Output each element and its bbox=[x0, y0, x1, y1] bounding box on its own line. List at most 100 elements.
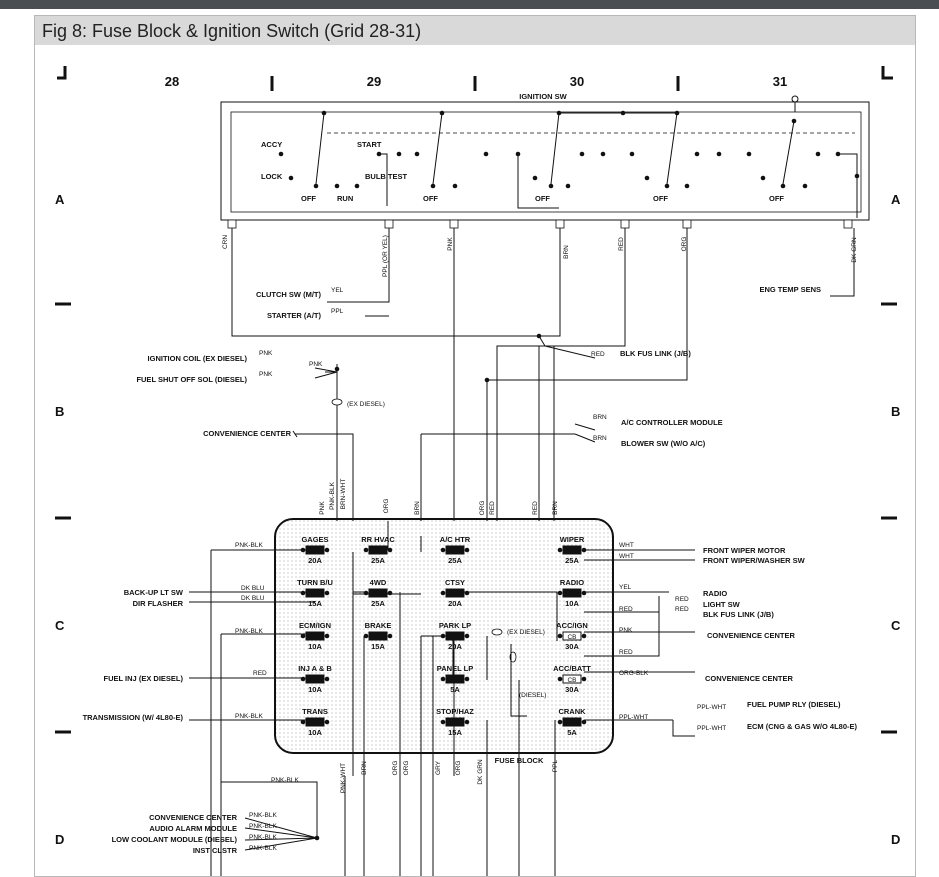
circuit-breaker-label: CB bbox=[567, 634, 576, 641]
switch-pos-start: START bbox=[357, 140, 382, 149]
fuse-terminal bbox=[300, 633, 306, 639]
fuse-name: STOP/HAZ bbox=[436, 707, 474, 716]
wire-org: ORG bbox=[681, 237, 688, 252]
fuse-rating: 5A bbox=[567, 728, 577, 737]
right-wht-1: WHT bbox=[619, 542, 634, 549]
fuse-terminal bbox=[300, 719, 306, 725]
fuse-terminal bbox=[440, 590, 446, 596]
fuse-body bbox=[368, 545, 388, 555]
switch-off-3: OFF bbox=[535, 194, 550, 203]
wiring-diagram: 28 29 30 31 A B C D A B C D IGNITION SW … bbox=[55, 66, 901, 876]
fuse-terminal bbox=[464, 547, 470, 553]
fuse-terminal bbox=[581, 633, 587, 639]
fuse-body bbox=[445, 545, 465, 555]
fuse-name: CTSY bbox=[445, 578, 465, 587]
switch-pos-run: RUN bbox=[337, 194, 353, 203]
fuse-rating: 25A bbox=[371, 556, 385, 565]
fuse-left-labels: PNK-BLK BACK-UP LT SW DIR FLASHER DK BLU… bbox=[83, 542, 267, 722]
label-junction-pnk: PNK bbox=[309, 361, 323, 368]
label-starter-wire: PPL bbox=[331, 308, 344, 315]
fuse-rating: 5A bbox=[450, 685, 460, 694]
right-convenience-center-1: CONVENIENCE CENTER bbox=[707, 631, 796, 640]
fuse-terminal bbox=[363, 547, 369, 553]
grid-col-31: 31 bbox=[773, 74, 787, 89]
fuse-name: INJ A & B bbox=[298, 664, 332, 673]
fuse-rating: 30A bbox=[565, 685, 579, 694]
right-front-wiper-motor: FRONT WIPER MOTOR bbox=[703, 546, 786, 555]
left-red: RED bbox=[253, 670, 267, 677]
fuse-name: PARK LP bbox=[439, 621, 471, 630]
vwire-pnk: PNK bbox=[319, 501, 326, 515]
upper-wires bbox=[231, 228, 855, 521]
wire-pnk: PNK bbox=[447, 237, 454, 251]
right-red-4: RED bbox=[619, 649, 633, 656]
fuse-terminal bbox=[464, 590, 470, 596]
fuse-terminal bbox=[581, 590, 587, 596]
fuse-terminal bbox=[464, 719, 470, 725]
grid-column-labels: 28 29 30 31 bbox=[165, 74, 787, 89]
fuse-terminal bbox=[387, 547, 393, 553]
bottom-inst-clstr: INST CLSTR bbox=[193, 846, 238, 855]
vwire-org-1: ORG bbox=[383, 499, 390, 514]
fuse-rating: 30A bbox=[565, 642, 579, 651]
fuse-terminal bbox=[300, 676, 306, 682]
fuse-terminal bbox=[387, 633, 393, 639]
bwire-org-3: ORG bbox=[455, 761, 462, 776]
left-pnk-blk-2: PNK-BLK bbox=[235, 628, 263, 635]
left-transmission: TRANSMISSION (W/ 4L80-E) bbox=[83, 713, 184, 722]
right-pnk: PNK bbox=[619, 627, 633, 634]
fuse-note-diesel: (DIESEL) bbox=[519, 692, 546, 699]
right-org-blk: ORG-BLK bbox=[619, 670, 649, 677]
fuse-body bbox=[562, 545, 582, 555]
bwire-ppl: PPL bbox=[552, 759, 559, 772]
fuse-terminal bbox=[324, 547, 330, 553]
bwire-brn: BRN bbox=[361, 761, 368, 775]
fuse-body bbox=[305, 717, 325, 727]
grid-row-b-left: B bbox=[55, 404, 64, 419]
label-ex-diesel: (EX DIESEL) bbox=[347, 401, 385, 408]
right-ppl-wht-3: PPL-WHT bbox=[697, 725, 726, 732]
fuse-body bbox=[445, 717, 465, 727]
fuse-rating: 10A bbox=[308, 728, 322, 737]
right-wht-2: WHT bbox=[619, 553, 634, 560]
vwire-red-2: RED bbox=[532, 501, 539, 515]
fuse-right-labels: WHT WHT FRONT WIPER MOTOR FRONT WIPER/WA… bbox=[619, 542, 858, 732]
fuse-terminal bbox=[387, 590, 393, 596]
switch-wire-labels: CRN PPL (OR YEL) PNK BRN RED ORG DK GRN bbox=[222, 235, 858, 277]
grid-row-d-right: D bbox=[891, 832, 900, 847]
bwire-pnk-wht: PNK-WHT bbox=[340, 763, 347, 793]
fuse-terminal bbox=[557, 547, 563, 553]
fuse-name: ACC/IGN bbox=[556, 621, 588, 630]
label-brn-ac: BRN bbox=[593, 414, 607, 421]
bottom-low-coolant: LOW COOLANT MODULE (DIESEL) bbox=[112, 835, 238, 844]
fuse-body bbox=[445, 588, 465, 598]
fuse-terminal bbox=[464, 633, 470, 639]
ignition-switch-title: IGNITION SW bbox=[519, 92, 567, 101]
switch-pos-lock: LOCK bbox=[261, 172, 283, 181]
vwire-org-2: ORG bbox=[479, 501, 486, 516]
grid-row-a-right: A bbox=[891, 192, 901, 207]
fuse-terminal bbox=[440, 547, 446, 553]
right-yel: YEL bbox=[619, 584, 632, 591]
fuse-name: BRAKE bbox=[365, 621, 392, 630]
wire-ppl-yel: PPL (OR YEL) bbox=[382, 235, 389, 277]
figure-caption: Fig 8: Fuse Block & Ignition Switch (Gri… bbox=[35, 16, 915, 45]
left-pnk-blk-3: PNK-BLK bbox=[235, 713, 263, 720]
fuse-name: GAGES bbox=[301, 535, 328, 544]
grid-col-28: 28 bbox=[165, 74, 179, 89]
label-blower-sw: BLOWER SW (W/O A/C) bbox=[621, 439, 706, 448]
left-dir-flasher: DIR FLASHER bbox=[133, 599, 184, 608]
bottom-labels: PNK-BLK CONVENIENCE CENTER AUDIO ALARM M… bbox=[112, 777, 300, 855]
fuse-rating: 20A bbox=[448, 642, 462, 651]
left-backup-lt: BACK-UP LT SW bbox=[124, 588, 184, 597]
grid-row-a-left: A bbox=[55, 192, 65, 207]
left-fuel-inj: FUEL INJ (EX DIESEL) bbox=[104, 674, 184, 683]
fuse-body bbox=[305, 674, 325, 684]
